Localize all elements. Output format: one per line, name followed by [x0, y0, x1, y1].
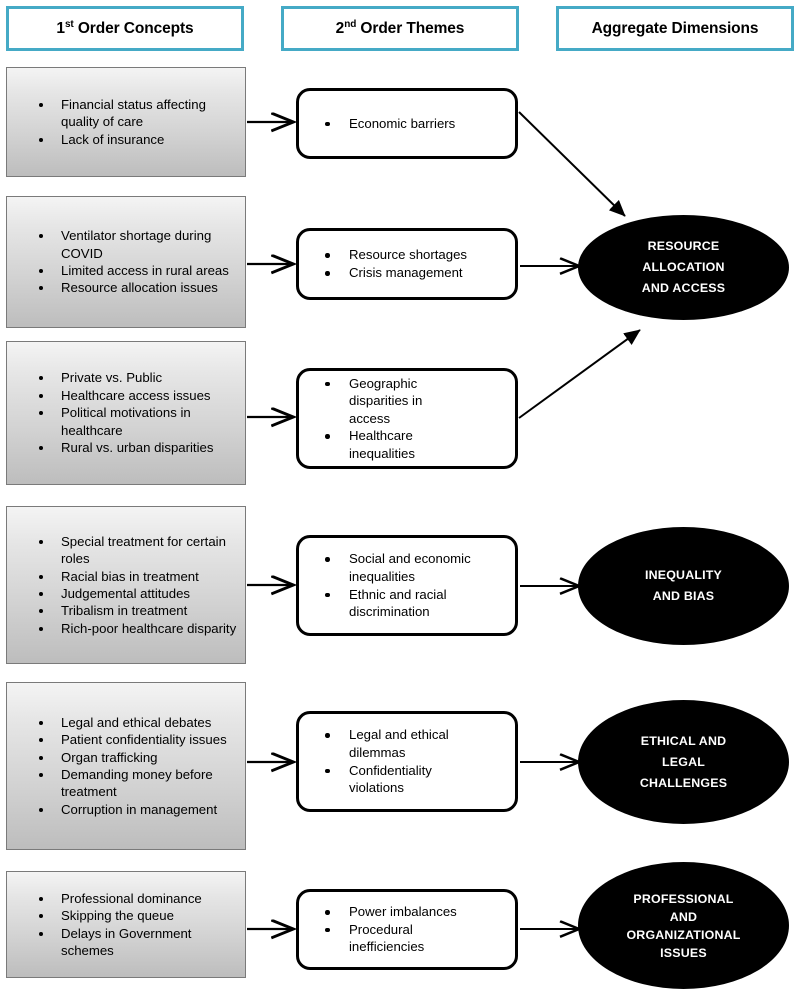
- dimension-ellipse-resource-allocation: RESOURCE ALLOCATION AND ACCESS: [578, 215, 789, 320]
- theme-box-resource-shortages: Resource shortages Crisis management: [296, 228, 518, 300]
- concept-list-ethical: Legal and ethical debates Patient confid…: [7, 714, 245, 818]
- theme-list-economic-barriers: Economic barriers: [299, 115, 515, 133]
- list-item: Healthcare access issues: [39, 387, 237, 404]
- concept-box-geographic: Private vs. Public Healthcare access iss…: [6, 341, 246, 485]
- concept-list-inequality: Special treatment for certain roles Raci…: [7, 533, 245, 637]
- concept-list-economic: Financial status affecting quality of ca…: [7, 96, 245, 148]
- header-aggregate-dimensions: Aggregate Dimensions: [556, 6, 794, 51]
- concept-box-ethical: Legal and ethical debates Patient confid…: [6, 682, 246, 850]
- list-item: Lack of insurance: [39, 131, 237, 148]
- list-item: Organ trafficking: [39, 749, 237, 766]
- dimension-ellipse-inequality-bias: INEQUALITY AND BIAS: [578, 527, 789, 645]
- list-item: Professional dominance: [39, 890, 237, 907]
- list-item: Tribalism in treatment: [39, 602, 237, 619]
- theme-list-resource-shortages: Resource shortages Crisis management: [299, 246, 515, 281]
- dimension-label: INEQUALITY AND BIAS: [644, 568, 723, 603]
- list-item: Geographic disparities in access: [325, 375, 457, 428]
- list-item: Demanding money before treatment: [39, 766, 237, 801]
- concept-list-geographic: Private vs. Public Healthcare access iss…: [7, 369, 245, 456]
- theme-box-social-economic: Social and economic inequalities Ethnic …: [296, 535, 518, 636]
- concept-list-resource: Ventilator shortage during COVID Limited…: [7, 227, 245, 297]
- list-item: Rural vs. urban disparities: [39, 439, 237, 456]
- list-item: Crisis management: [325, 264, 505, 282]
- theme-list-geographic-disparities: Geographic disparities in access Healthc…: [299, 375, 515, 463]
- list-item: Limited access in rural areas: [39, 262, 237, 279]
- list-item: Delays in Government schemes: [39, 925, 237, 960]
- dimension-label: ETHICAL AND LEGAL CHALLENGES: [639, 733, 728, 790]
- header-first-order-text: 1st Order Concepts: [56, 18, 194, 37]
- list-item: Economic barriers: [325, 115, 505, 133]
- list-item: Ventilator shortage during COVID: [39, 227, 237, 262]
- list-item: Social and economic inequalities: [325, 550, 481, 585]
- header-first-order-concepts: 1st Order Concepts: [6, 6, 244, 51]
- theme-box-legal-dilemmas: Legal and ethical dilemmas Confidentiali…: [296, 711, 518, 812]
- theme-list-social-economic: Social and economic inequalities Ethnic …: [299, 550, 515, 620]
- dimension-label: PROFESSIONAL AND ORGANIZATIONAL ISSUES: [626, 891, 741, 960]
- list-item: Healthcare inequalities: [325, 427, 457, 462]
- list-item: Skipping the queue: [39, 907, 237, 924]
- concept-box-resource: Ventilator shortage during COVID Limited…: [6, 196, 246, 328]
- concept-list-professional: Professional dominance Skipping the queu…: [7, 890, 245, 960]
- theme-list-power-imbalances: Power imbalances Procedural inefficienci…: [299, 903, 515, 956]
- dimension-ellipse-professional-organizational: PROFESSIONAL AND ORGANIZATIONAL ISSUES: [578, 862, 789, 989]
- list-item: Procedural inefficiencies: [325, 921, 457, 956]
- list-item: Corruption in management: [39, 801, 237, 818]
- list-item: Legal and ethical debates: [39, 714, 237, 731]
- list-item: Political motivations in healthcare: [39, 404, 237, 439]
- header-second-order-text: 2nd Order Themes: [335, 18, 465, 37]
- concept-box-inequality: Special treatment for certain roles Raci…: [6, 506, 246, 664]
- dimension-label: RESOURCE ALLOCATION AND ACCESS: [641, 239, 726, 295]
- header-aggregate-text: Aggregate Dimensions: [591, 19, 759, 37]
- theme-box-economic-barriers: Economic barriers: [296, 88, 518, 159]
- list-item: Rich-poor healthcare disparity: [39, 620, 237, 637]
- list-item: Legal and ethical dilemmas: [325, 726, 457, 761]
- concept-box-professional: Professional dominance Skipping the queu…: [6, 871, 246, 978]
- dimension-ellipse-ethical-legal: ETHICAL AND LEGAL CHALLENGES: [578, 700, 789, 824]
- theme-box-power-imbalances: Power imbalances Procedural inefficienci…: [296, 889, 518, 970]
- header-second-order-themes: 2nd Order Themes: [281, 6, 519, 51]
- theme-box-geographic-disparities: Geographic disparities in access Healthc…: [296, 368, 518, 469]
- list-item: Resource shortages: [325, 246, 505, 264]
- list-item: Confidentiality violations: [325, 762, 457, 797]
- list-item: Special treatment for certain roles: [39, 533, 237, 568]
- list-item: Judgemental attitudes: [39, 585, 237, 602]
- list-item: Financial status affecting quality of ca…: [39, 96, 237, 131]
- theme-list-legal-dilemmas: Legal and ethical dilemmas Confidentiali…: [299, 726, 515, 796]
- list-item: Power imbalances: [325, 903, 457, 921]
- arrow-theme-to-dimension-1: [518, 111, 626, 217]
- list-item: Resource allocation issues: [39, 279, 237, 296]
- list-item: Patient confidentiality issues: [39, 731, 237, 748]
- arrow-theme-to-dimension-3: [518, 329, 641, 419]
- list-item: Private vs. Public: [39, 369, 237, 386]
- list-item: Racial bias in treatment: [39, 568, 237, 585]
- concept-box-economic: Financial status affecting quality of ca…: [6, 67, 246, 177]
- list-item: Ethnic and racial discrimination: [325, 586, 481, 621]
